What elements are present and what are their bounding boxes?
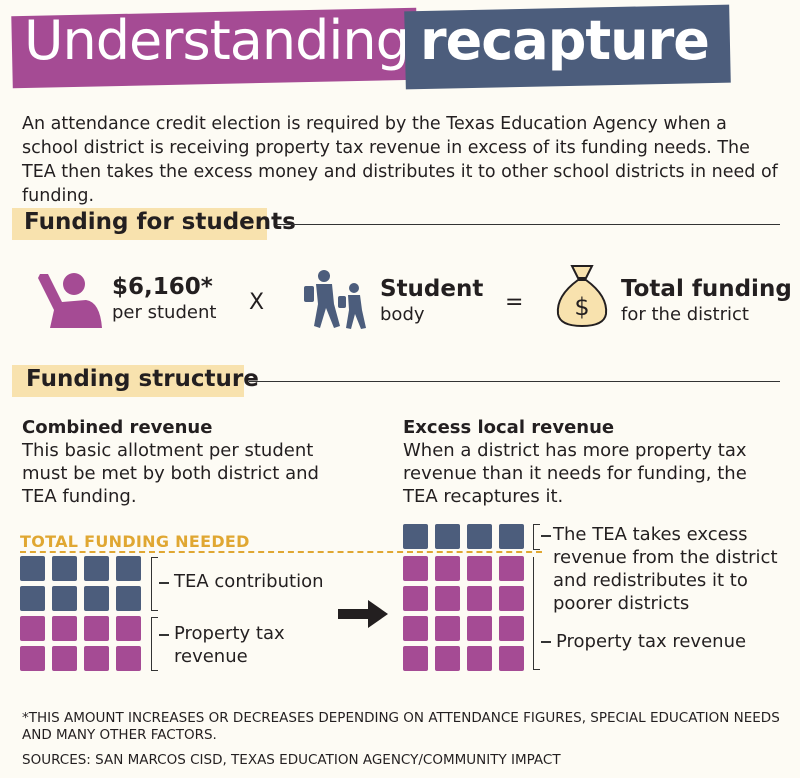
- footnote-line-2: AND MANY OTHER FACTORS.: [22, 727, 217, 743]
- excess-square: [435, 524, 460, 549]
- section-rule: [276, 224, 780, 225]
- combined-revenue-text-2: must be met by both district and: [22, 463, 319, 484]
- property-tax-square: [116, 616, 141, 641]
- property-tax-bracket-right: [533, 557, 540, 670]
- tea-square: [84, 586, 109, 611]
- property-tax-square: [84, 616, 109, 641]
- property-tax-label-2: revenue: [174, 646, 248, 667]
- right-arrow-icon: [338, 600, 388, 628]
- excess-revenue-title: Excess local revenue: [403, 417, 615, 438]
- tea-square: [52, 556, 77, 581]
- tea-square: [116, 556, 141, 581]
- property-tax-square: [116, 646, 141, 671]
- property-tax-square: [499, 616, 524, 641]
- excess-revenue-text-1: When a district has more property tax: [403, 440, 747, 461]
- amount-per-student: $6,160*: [112, 274, 213, 300]
- property-tax-square: [467, 586, 492, 611]
- property-tax-square: [403, 556, 428, 581]
- property-tax-label-1: Property tax: [174, 623, 285, 644]
- tea-takes-text-3: and redistributes it to: [553, 570, 748, 591]
- svg-text:$: $: [574, 293, 589, 321]
- property-tax-square: [403, 646, 428, 671]
- tea-square: [20, 556, 45, 581]
- property-tax-right-label: Property tax revenue: [556, 631, 747, 652]
- excess-revenue-text-3: TEA recaptures it.: [403, 486, 564, 507]
- combined-revenue-title: Combined revenue: [22, 417, 213, 438]
- property-tax-square: [20, 616, 45, 641]
- money-bag-icon: $: [556, 265, 608, 328]
- property-tax-square: [435, 646, 460, 671]
- total-funding-sub: for the district: [621, 304, 749, 325]
- section-rule: [249, 381, 780, 382]
- property-tax-bracket: [151, 617, 158, 671]
- bracket-tick: [159, 582, 169, 584]
- property-tax-square: [499, 556, 524, 581]
- sources: SOURCES: SAN MARCOS CISD, TEXAS EDUCATIO…: [22, 752, 561, 768]
- excess-bracket: [533, 524, 540, 550]
- property-tax-square: [467, 616, 492, 641]
- property-tax-square: [52, 646, 77, 671]
- section-highlight: [12, 208, 267, 240]
- property-tax-square: [435, 586, 460, 611]
- property-tax-square: [499, 646, 524, 671]
- property-tax-square: [403, 616, 428, 641]
- excess-square: [403, 524, 428, 549]
- tea-bracket: [151, 557, 158, 611]
- tea-contribution-label: TEA contribution: [174, 571, 324, 592]
- bracket-tick: [541, 641, 551, 643]
- excess-square: [499, 524, 524, 549]
- amount-sub: per student: [112, 302, 217, 323]
- combined-revenue-text-1: This basic allotment per student: [22, 440, 314, 461]
- property-tax-square: [435, 556, 460, 581]
- bracket-tick: [541, 535, 551, 537]
- equals-sign: =: [505, 290, 524, 315]
- tea-takes-text-2: revenue from the district: [553, 547, 778, 568]
- student-sub: body: [380, 304, 425, 325]
- title-part-1: Understanding: [24, 9, 410, 72]
- section-title-funding-for-students: Funding for students: [24, 209, 296, 235]
- excess-revenue-text-2: revenue than it needs for funding, the: [403, 463, 747, 484]
- tea-takes-text-1: The TEA takes excess: [553, 524, 748, 545]
- property-tax-square: [20, 646, 45, 671]
- section-highlight: [12, 365, 244, 397]
- total-funding-needed-line: [20, 551, 542, 553]
- combined-revenue-text-3: TEA funding.: [22, 486, 137, 507]
- tea-square: [52, 586, 77, 611]
- property-tax-square: [84, 646, 109, 671]
- tea-square: [84, 556, 109, 581]
- students-walking-icon: [304, 270, 366, 329]
- property-tax-square: [435, 616, 460, 641]
- intro-text: An attendance credit election is require…: [22, 114, 778, 206]
- raised-hand-student-icon: [38, 273, 102, 328]
- property-tax-square: [403, 586, 428, 611]
- student-label: Student: [380, 276, 484, 302]
- bracket-tick: [159, 634, 169, 636]
- tea-takes-text-4: poorer districts: [553, 593, 690, 614]
- title-part-2: recapture: [420, 9, 710, 72]
- property-tax-square: [467, 556, 492, 581]
- property-tax-square: [499, 586, 524, 611]
- total-funding-label: Total funding: [621, 276, 792, 302]
- tea-square: [20, 586, 45, 611]
- property-tax-square: [52, 616, 77, 641]
- total-funding-needed-label: TOTAL FUNDING NEEDED: [20, 532, 250, 551]
- footnote-line-1: *THIS AMOUNT INCREASES OR DECREASES DEPE…: [22, 710, 780, 726]
- tea-square: [116, 586, 141, 611]
- property-tax-square: [467, 646, 492, 671]
- excess-square: [467, 524, 492, 549]
- times-sign: X: [249, 290, 265, 315]
- section-title-funding-structure: Funding structure: [26, 366, 259, 392]
